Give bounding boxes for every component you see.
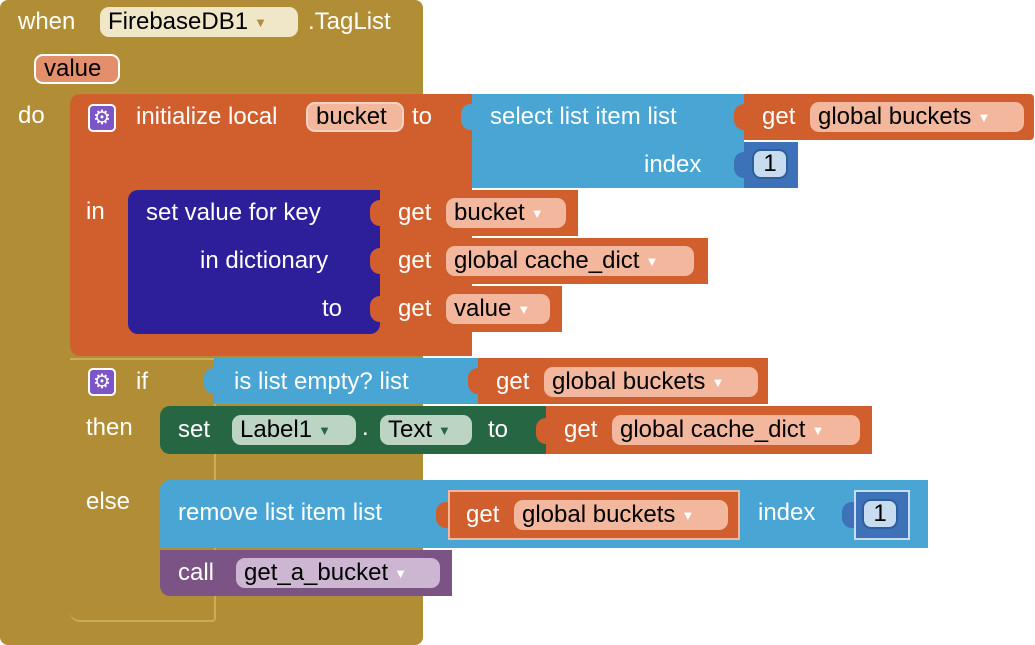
var-dropdown[interactable]: value ▼ bbox=[446, 294, 550, 324]
var-dropdown-label: global buckets bbox=[522, 501, 676, 528]
dot-label: . bbox=[362, 414, 369, 441]
chevron-down-icon: ▼ bbox=[318, 423, 331, 438]
var-dropdown-label: value bbox=[454, 295, 512, 322]
var-dropdown[interactable]: global buckets ▼ bbox=[544, 367, 758, 397]
initialize-local-label: initialize local bbox=[136, 103, 278, 130]
chevron-down-icon: ▼ bbox=[681, 508, 695, 523]
set-value-for-key-block[interactable] bbox=[128, 190, 380, 334]
component-dropdown-label: Label1 bbox=[240, 416, 313, 443]
index-number-value: 1 bbox=[763, 150, 777, 177]
chevron-down-icon: ▼ bbox=[645, 254, 659, 269]
property-dropdown-label: Text bbox=[388, 416, 433, 443]
socket-notch bbox=[734, 104, 746, 130]
socket-notch bbox=[370, 200, 382, 226]
select-list-item-block[interactable] bbox=[472, 94, 744, 188]
in-label: in bbox=[86, 198, 105, 225]
socket-notch bbox=[536, 418, 548, 444]
set-label: set bbox=[178, 416, 211, 443]
socket-notch bbox=[370, 296, 382, 322]
procedure-dropdown[interactable]: get_a_bucket ▼ bbox=[236, 558, 440, 588]
call-label: call bbox=[178, 559, 215, 586]
component-dropdown[interactable]: FirebaseDB1 ▼ bbox=[100, 7, 298, 37]
var-dropdown[interactable]: global cache_dict ▼ bbox=[446, 246, 694, 276]
var-dropdown[interactable]: global buckets ▼ bbox=[514, 500, 728, 530]
select-list-item-label: select list item list bbox=[490, 103, 677, 130]
property-dropdown[interactable]: Text ▼ bbox=[380, 415, 472, 445]
var-dropdown-label: global buckets bbox=[818, 103, 972, 130]
remove-list-item-label: remove list item list bbox=[178, 499, 383, 526]
get-label: get bbox=[398, 295, 432, 322]
index-number-value: 1 bbox=[873, 500, 887, 527]
set-value-label: set value for key bbox=[146, 199, 321, 226]
remove-index-label: index bbox=[758, 499, 816, 526]
procedure-dropdown-label: get_a_bucket bbox=[244, 559, 389, 586]
else-label: else bbox=[86, 488, 131, 515]
get-label: get bbox=[564, 416, 598, 443]
chevron-down-icon: ▼ bbox=[438, 423, 451, 438]
is-list-empty-label: is list empty? list bbox=[234, 368, 409, 395]
var-dropdown-label: global buckets bbox=[552, 368, 706, 395]
when-label: when bbox=[18, 8, 76, 35]
component-name: FirebaseDB1 bbox=[108, 8, 249, 35]
socket-notch bbox=[734, 152, 746, 178]
param-value[interactable]: value bbox=[34, 54, 120, 84]
socket-notch bbox=[468, 368, 480, 394]
event-name: .TagList bbox=[308, 8, 391, 35]
var-dropdown[interactable]: global buckets ▼ bbox=[810, 102, 1024, 132]
var-dropdown-label: global cache_dict bbox=[454, 247, 640, 274]
param-value-label: value bbox=[44, 55, 102, 82]
socket-notch bbox=[461, 104, 473, 130]
set-to-label: to bbox=[488, 416, 509, 443]
then-label: then bbox=[86, 414, 133, 441]
var-dropdown-label: global cache_dict bbox=[620, 416, 806, 443]
get-label: get bbox=[398, 199, 432, 226]
index-number[interactable]: 1 bbox=[752, 149, 788, 179]
init-to-label: to bbox=[412, 103, 433, 130]
chevron-down-icon: ▼ bbox=[530, 206, 544, 221]
get-label: get bbox=[496, 368, 530, 395]
local-var-name-label: bucket bbox=[316, 103, 387, 130]
select-index-label: index bbox=[644, 151, 702, 178]
var-dropdown[interactable]: bucket ▼ bbox=[446, 198, 566, 228]
chevron-down-icon: ▼ bbox=[811, 423, 825, 438]
chevron-down-icon: ▼ bbox=[517, 302, 531, 317]
chevron-down-icon: ▼ bbox=[254, 15, 267, 30]
component-dropdown[interactable]: Label1 ▼ bbox=[232, 415, 356, 445]
get-label: get bbox=[398, 247, 432, 274]
chevron-down-icon: ▼ bbox=[394, 566, 407, 581]
var-dropdown-label: bucket bbox=[454, 199, 525, 226]
socket-notch bbox=[842, 502, 854, 528]
chevron-down-icon: ▼ bbox=[977, 110, 991, 125]
index-number[interactable]: 1 bbox=[862, 499, 898, 529]
in-dictionary-label: in dictionary bbox=[200, 247, 329, 274]
socket-notch bbox=[370, 248, 382, 274]
if-label: if bbox=[136, 368, 148, 395]
gear-icon[interactable]: ⚙ bbox=[88, 368, 116, 396]
chevron-down-icon: ▼ bbox=[711, 375, 725, 390]
socket-notch bbox=[436, 502, 448, 528]
set-to-label: to bbox=[322, 295, 343, 322]
local-var-name[interactable]: bucket bbox=[306, 102, 404, 132]
do-label: do bbox=[18, 102, 45, 129]
var-dropdown[interactable]: global cache_dict ▼ bbox=[612, 415, 860, 445]
gear-icon[interactable]: ⚙ bbox=[88, 104, 116, 132]
is-list-empty-block[interactable] bbox=[214, 358, 478, 404]
get-label: get bbox=[466, 501, 500, 528]
get-label: get bbox=[762, 103, 796, 130]
socket-notch bbox=[204, 368, 216, 394]
